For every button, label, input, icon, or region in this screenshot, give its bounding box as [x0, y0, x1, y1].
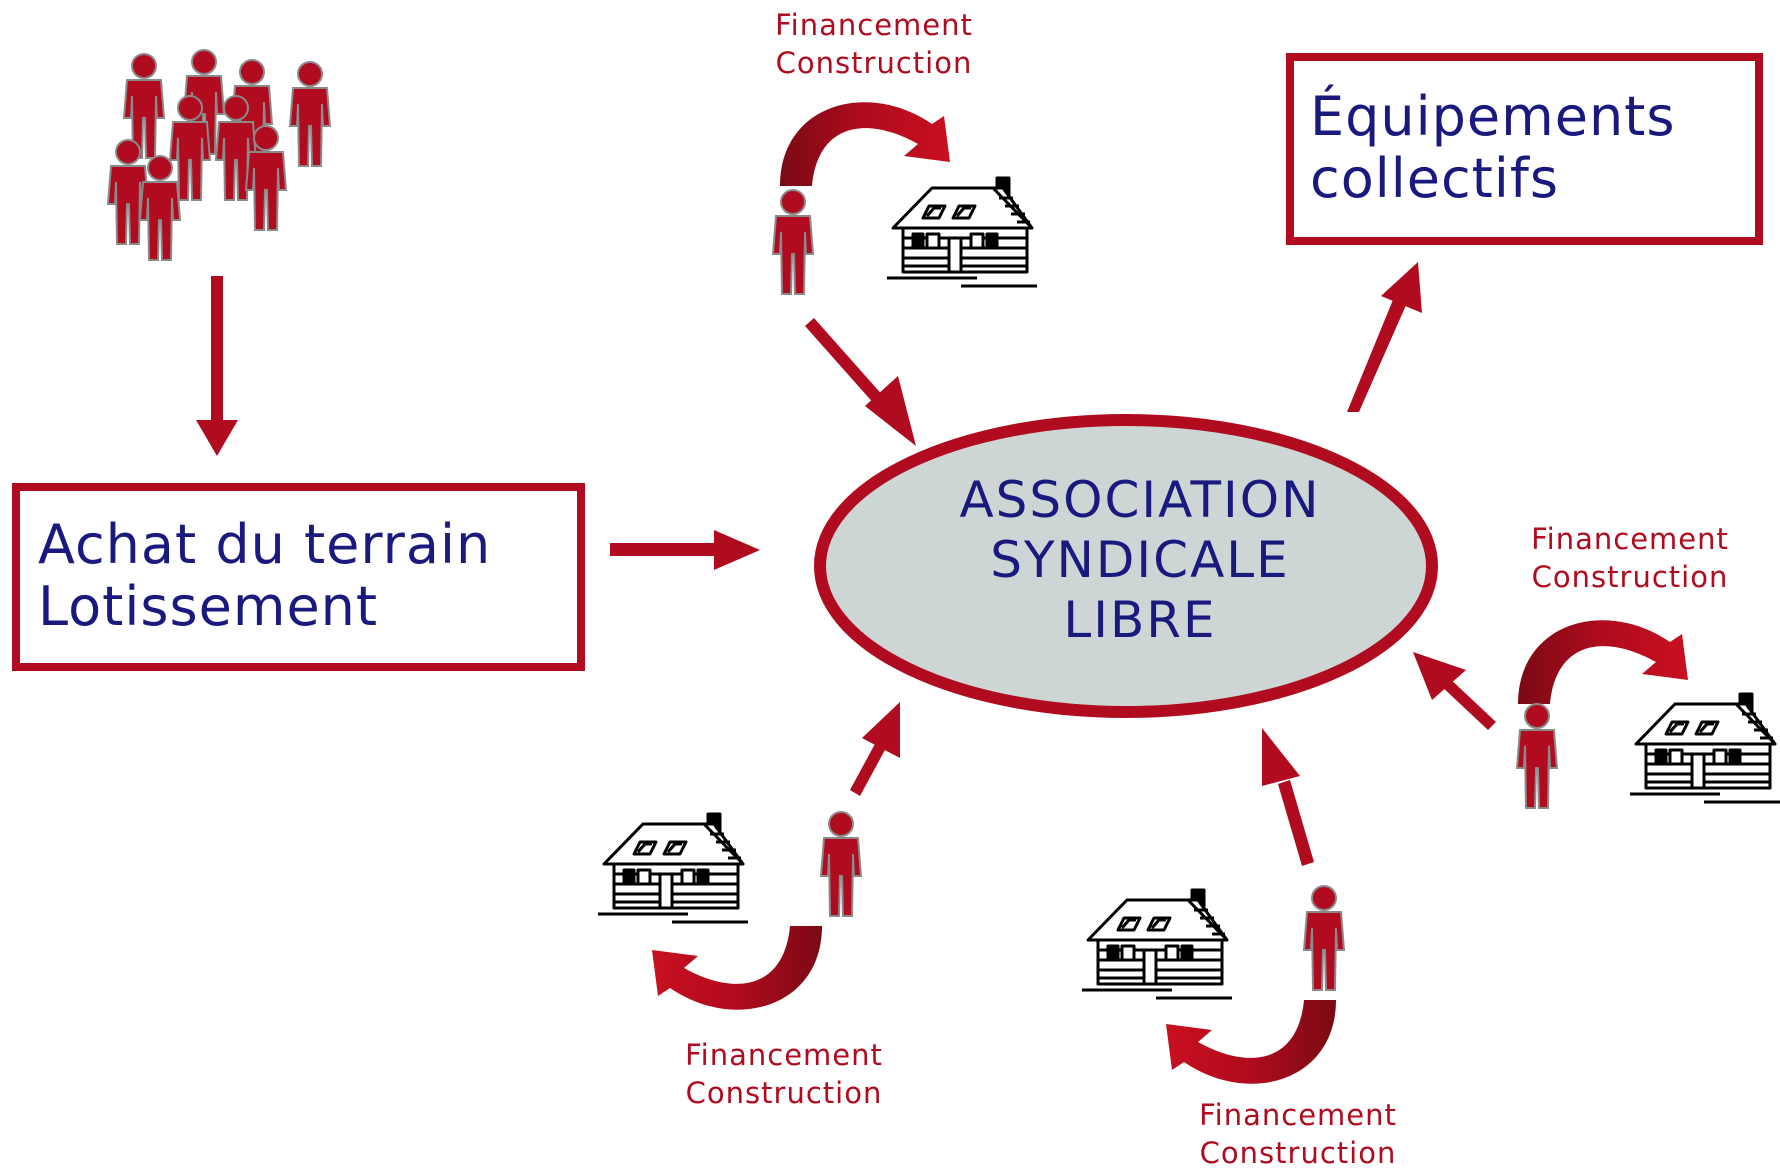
person-icon	[772, 189, 814, 295]
equipment-box-line2: collectifs	[1310, 147, 1559, 210]
arrow-icon	[805, 318, 916, 446]
arrow-icon	[850, 702, 900, 796]
person-icon	[820, 811, 862, 917]
association-line2: SYNDICALE	[990, 531, 1290, 589]
funding-label-bottom-left-line2: Construction	[685, 1076, 883, 1110]
funding-label-right-line2: Construction	[1531, 560, 1729, 594]
equipment-box-line1: Équipements	[1310, 85, 1676, 148]
curved-arrow-icon	[652, 926, 822, 1010]
funding-label-top: Financement Construction	[744, 6, 1004, 82]
association-label: ASSOCIATION SYNDICALE LIBRE	[820, 470, 1460, 650]
funding-label-bottom-mid-line1: Financement	[1199, 1098, 1397, 1132]
land-box-label: Achat du terrain Lotissement	[38, 514, 491, 638]
funding-label-bottom-mid-line2: Construction	[1199, 1136, 1397, 1170]
house-icon	[1628, 692, 1780, 804]
land-box	[12, 483, 585, 671]
equipment-box	[1286, 53, 1763, 245]
curved-arrow-icon	[780, 102, 950, 186]
arrow-icon	[196, 276, 238, 456]
association-ellipse	[814, 414, 1438, 718]
association-line3: LIBRE	[1063, 591, 1217, 649]
arrow-icon	[1262, 728, 1314, 866]
funding-label-bottom-mid: Financement Construction	[1168, 1096, 1428, 1172]
funding-label-bottom-left: Financement Construction	[654, 1036, 914, 1112]
equipment-box-label: Équipements collectifs	[1310, 86, 1675, 210]
curved-arrow-icon	[1518, 620, 1688, 704]
person-icon	[1516, 703, 1558, 809]
land-box-line1: Achat du terrain	[38, 513, 492, 576]
arrow-icon	[1347, 262, 1422, 412]
curved-arrow-icon	[1166, 1000, 1336, 1084]
house-icon	[1080, 888, 1234, 1000]
association-line1: ASSOCIATION	[959, 471, 1321, 529]
funding-label-right: Financement Construction	[1500, 520, 1760, 596]
funding-label-top-line1: Financement	[775, 8, 973, 42]
funding-label-top-line2: Construction	[775, 46, 973, 80]
arrow-icon	[1413, 652, 1496, 730]
house-icon	[885, 176, 1039, 288]
arrow-icon	[610, 530, 760, 570]
funding-label-bottom-left-line1: Financement	[685, 1038, 883, 1072]
person-group-icon	[107, 49, 331, 261]
person-icon	[1303, 885, 1345, 991]
land-box-line2: Lotissement	[38, 575, 379, 638]
funding-label-right-line1: Financement	[1531, 522, 1729, 556]
house-icon	[596, 812, 750, 924]
